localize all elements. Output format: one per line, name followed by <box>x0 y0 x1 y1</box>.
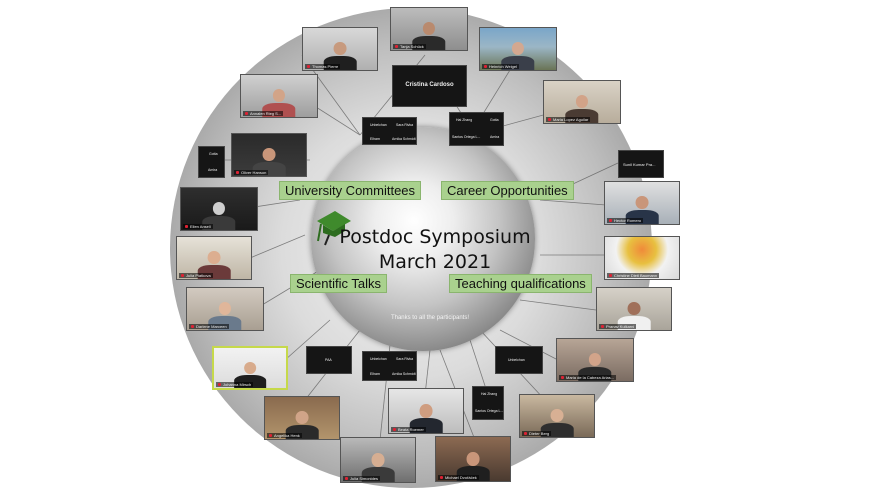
group-member: PAA <box>325 358 332 362</box>
group-member: Elham <box>370 137 380 141</box>
topic-career-opportunities: Career Opportunities <box>441 181 574 200</box>
participant-name: Michael Dvořáček <box>438 475 479 480</box>
participant-video: Heinrich Weigel <box>479 27 557 71</box>
group-tile: Hai Zhang Santos Ortega L... <box>472 386 504 420</box>
participant-video: Angelika Henk <box>264 396 340 440</box>
participant-video: Annalen Rieg S... <box>240 74 318 118</box>
participant-video: Thomas Pierre <box>302 27 378 71</box>
group-member: Santos Ortega L... <box>475 409 504 413</box>
group-member: Unbelchan <box>508 358 525 362</box>
group-member: Unbelchan <box>370 123 387 127</box>
participant-video: Dieter Berg <box>519 394 595 438</box>
participant-name: Dieter Berg <box>522 431 552 436</box>
graduation-cap-icon <box>317 211 351 246</box>
connector-line <box>249 234 306 259</box>
participant-name: Annalen Rieg S... <box>243 111 284 116</box>
topic-teaching-qualifications: Teaching qualifications <box>449 274 592 293</box>
participant-name: Julia Simonides <box>343 476 381 481</box>
group-member: Amira <box>490 135 500 139</box>
participant-name: Maria Lopez Aguilar <box>546 117 591 122</box>
central-circle <box>311 127 535 351</box>
thanks-message: Thanks to all the participants! <box>390 315 470 321</box>
group-tile: Unbelchan <box>495 346 543 374</box>
participant-name: Heinrich Weigel <box>482 64 519 69</box>
group-member: Elham <box>370 372 380 376</box>
participant-name: Sunil Kumar Pra... <box>623 162 656 167</box>
group-tile: Unbelchan Sara Rivka Elham Arnika Schmid… <box>362 117 417 145</box>
participant-tile-cristina-cardoso: Cristina Cardoso <box>392 65 467 107</box>
participant-video-active-speaker: Johanna Mirsch <box>212 346 288 390</box>
participant-video: Hector Romero <box>604 181 680 225</box>
participant-video: Darlene Marceen <box>186 287 264 331</box>
connector-line <box>284 319 331 361</box>
connector-line <box>499 329 559 361</box>
participant-name: Ellen Ansell <box>183 224 213 229</box>
participant-video: Oliver Hanson <box>231 133 307 177</box>
participant-video: Pranav Kulkarni <box>596 287 672 331</box>
group-tile: Unbelchan Sara Rivka Elham Arnika Schmid… <box>362 351 417 381</box>
group-tile: PAA <box>306 346 352 374</box>
participant-video: Julia Simonides <box>340 437 416 483</box>
participant-tile-sunil: Sunil Kumar Pra... <box>618 150 664 178</box>
participant-name: Thomas Pierre <box>305 64 341 69</box>
participant-name: Maria de la Cabeza Arias... <box>559 375 617 380</box>
participant-name: Beata Roemer <box>391 427 426 432</box>
participant-name: Julia Piatkova <box>179 273 213 278</box>
group-member: Sara Rivka <box>396 123 414 127</box>
participant-name: Tanja Schück <box>393 44 426 49</box>
topic-university-committees: University Committees <box>279 181 422 200</box>
event-date: March 2021 <box>378 251 492 273</box>
group-member: Gotta <box>209 152 218 156</box>
participant-name: Cristina Cardoso <box>405 82 454 88</box>
group-member: Arnika Schmidt <box>392 372 416 376</box>
participant-name: Christine Dietl Baumann <box>607 273 660 278</box>
connector-line <box>469 339 489 396</box>
connector-line <box>519 299 597 311</box>
participant-video: Beata Roemer <box>388 388 464 434</box>
participant-video: Maria Lopez Aguilar <box>543 80 621 124</box>
connector-line <box>424 349 431 396</box>
participant-name: Oliver Hanson <box>234 170 269 175</box>
connector-line <box>539 199 607 206</box>
group-member: Gotta <box>490 118 499 122</box>
group-member: Unbelchan <box>370 357 387 361</box>
participant-video: Christine Dietl Baumann <box>604 236 680 280</box>
group-member: Arnika Schmidt <box>392 137 416 141</box>
participant-video: Maria de la Cabeza Arias... <box>556 338 634 382</box>
participant-video: Ellen Ansell <box>180 187 258 231</box>
group-member: Amira <box>208 168 218 172</box>
group-tile: Gotta Amira <box>198 146 225 178</box>
group-member: Santos Ortega L... <box>452 135 481 139</box>
participant-video: Julia Piatkova <box>176 236 252 280</box>
topic-scientific-talks: Scientific Talks <box>290 274 388 293</box>
participant-name: Angelika Henk <box>267 433 302 438</box>
participant-video: Michael Dvořáček <box>435 436 511 482</box>
group-tile: Hai Zhang Gotta Santos Ortega L... Amira <box>449 112 504 146</box>
event-title: Postdoc Symposium <box>339 226 531 248</box>
group-member: Sara Rivka <box>396 357 414 361</box>
participant-name: Pranav Kulkarni <box>599 324 637 329</box>
participant-video: Tanja Schück <box>390 7 468 51</box>
group-member: Hai Zhang <box>456 118 473 122</box>
participant-name: Johanna Mirsch <box>216 382 254 387</box>
group-member: Hai Zhang <box>481 392 498 396</box>
participant-name: Darlene Marceen <box>189 324 229 329</box>
participant-name: Hector Romero <box>607 218 644 223</box>
